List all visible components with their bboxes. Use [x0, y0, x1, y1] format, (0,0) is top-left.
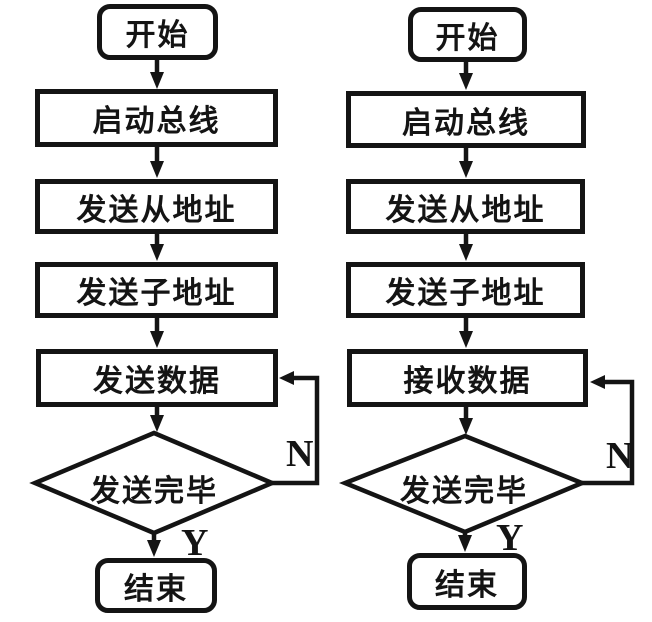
- arrow-down-icon: [150, 415, 164, 432]
- arrow-down-icon: [458, 535, 472, 552]
- arrow-left-icon: [590, 375, 605, 389]
- arrow-down-icon: [459, 331, 473, 348]
- arrow-down-icon: [147, 540, 161, 557]
- start-node: 开始: [97, 4, 218, 60]
- process-node-send-slave-address: 发送从地址: [35, 179, 278, 234]
- branch-yes-label: Y: [496, 517, 524, 559]
- loop-line: [272, 375, 320, 486]
- arrow-down-icon: [150, 244, 164, 261]
- process-node-start-bus: 启动总线: [35, 89, 278, 147]
- decision-label: 发送完毕: [400, 475, 528, 508]
- arrow-down-icon: [459, 244, 473, 261]
- right-chart-connectors: [338, 61, 635, 552]
- process-node-send-sub-address: 发送子地址: [35, 262, 278, 318]
- arrow-down-icon: [150, 161, 164, 178]
- arrow-down-icon: [459, 418, 473, 435]
- branch-no-label: N: [286, 433, 314, 475]
- arrow-down-icon: [459, 73, 473, 90]
- end-node: 结束: [95, 558, 217, 613]
- process-node-start-bus: 启动总线: [346, 91, 586, 148]
- arrow-down-icon: [459, 161, 473, 178]
- process-node-receive-data: 接收数据: [347, 349, 588, 407]
- process-node-send-slave-address: 发送从地址: [346, 179, 585, 234]
- arrow-left-icon: [279, 371, 294, 385]
- decision-label: 发送完毕: [90, 475, 218, 508]
- process-node-send-data: 发送数据: [36, 349, 278, 407]
- branch-yes-label: Y: [181, 522, 209, 564]
- arrow-down-icon: [150, 72, 164, 89]
- loop-line: [582, 379, 635, 486]
- left-chart-connectors: [29, 59, 320, 557]
- start-node: 开始: [408, 7, 527, 62]
- branch-no-label: N: [606, 435, 634, 477]
- arrow-down-icon: [150, 331, 164, 348]
- end-node: 结束: [407, 553, 527, 610]
- process-node-send-sub-address: 发送子地址: [346, 262, 585, 318]
